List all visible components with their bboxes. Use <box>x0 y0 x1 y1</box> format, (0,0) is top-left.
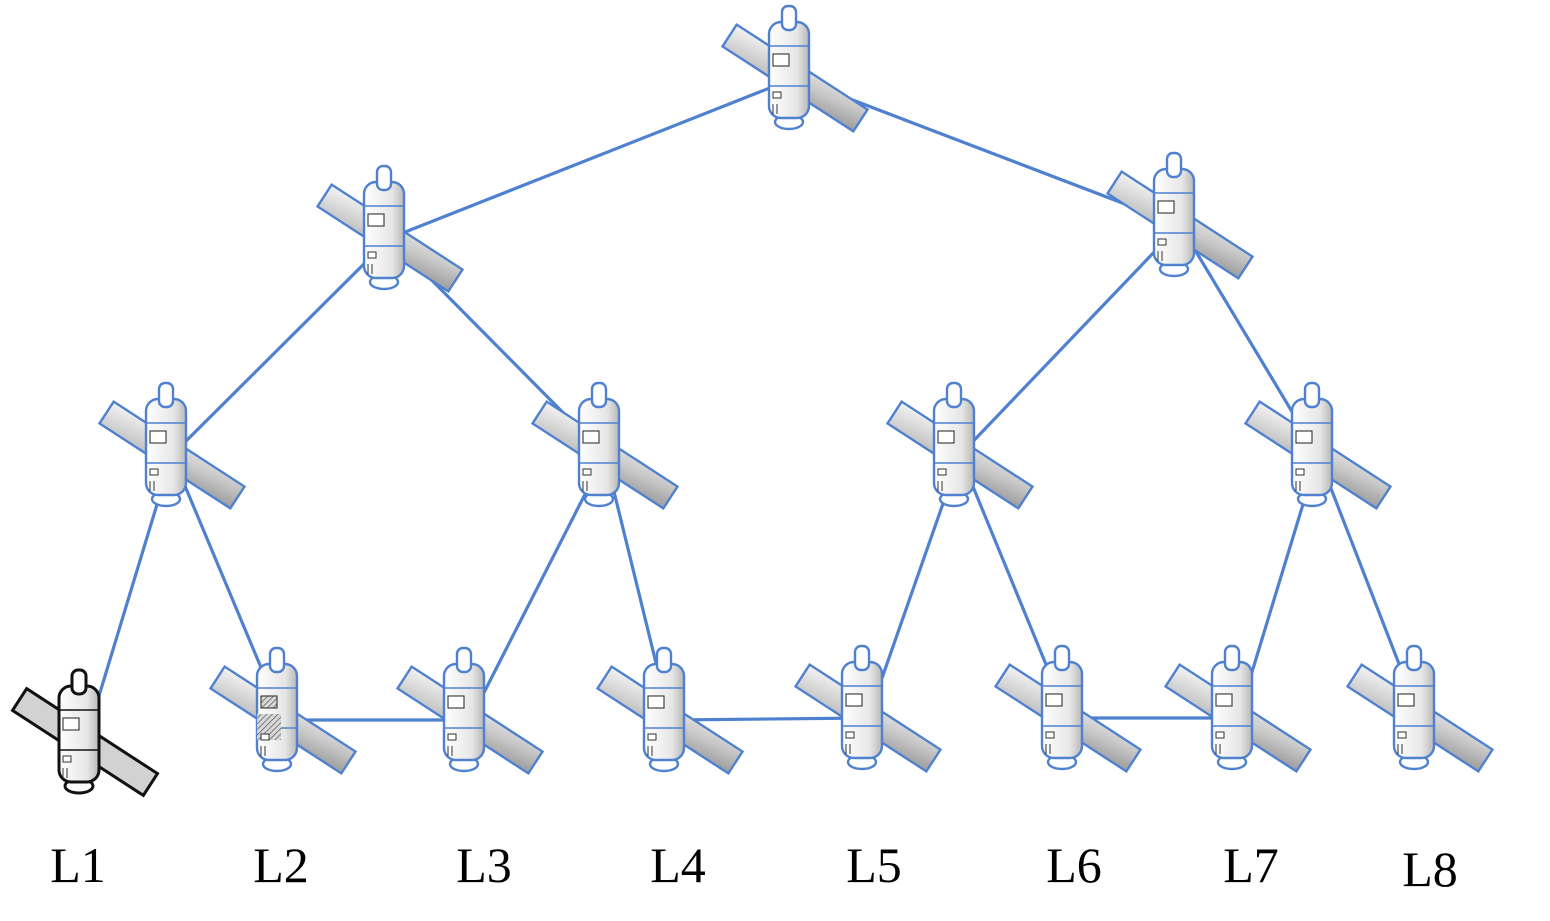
leaf-label-l1: L1 <box>50 837 106 893</box>
satellite-antenna <box>375 164 393 192</box>
satellite-antenna <box>1053 644 1071 672</box>
satellite-body <box>1290 397 1334 497</box>
satellite-body <box>144 397 188 497</box>
labels-layer: L1 L2 L3 L4 L5 L6 L7 L8 <box>50 837 1458 897</box>
body-detail <box>1045 731 1055 739</box>
satellite-icon-l8 <box>1345 644 1495 774</box>
body-detail <box>1295 468 1305 476</box>
satellite-icon-l4 <box>595 646 745 776</box>
satellite-icon-l2 <box>208 646 358 776</box>
satellite-icon-l7 <box>1163 644 1313 774</box>
satellite-antenna <box>1303 381 1321 409</box>
satellite-icon-n-left <box>315 164 465 294</box>
satellite-icon-n-lr <box>530 381 680 511</box>
satellite-body <box>1392 660 1436 760</box>
satellite-icon-n-rr <box>1243 381 1393 511</box>
satellite-antenna <box>1405 644 1423 672</box>
links-layer <box>83 76 1422 744</box>
satellite-antenna <box>780 4 798 32</box>
body-detail <box>149 468 159 476</box>
satellite-body <box>57 684 101 784</box>
link-n-lr-L3 <box>468 453 607 722</box>
body-window <box>1215 693 1233 707</box>
nodes-layer <box>10 4 1495 798</box>
body-window <box>845 693 863 707</box>
body-detail <box>845 731 855 739</box>
satellite-body <box>362 180 406 280</box>
body-window <box>62 717 80 731</box>
satellite-icon-l3 <box>395 646 545 776</box>
body-window <box>647 695 665 709</box>
satellite-body <box>255 662 299 762</box>
satellite-body <box>577 397 621 497</box>
body-detail <box>260 733 270 741</box>
leaf-label-l5: L5 <box>846 837 902 893</box>
satellite-antenna <box>70 668 88 696</box>
leaf-label-l2: L2 <box>253 837 309 893</box>
body-detail <box>647 733 657 741</box>
body-window <box>582 430 600 444</box>
link-n-right-n-rl <box>958 223 1182 457</box>
body-window <box>1157 200 1175 214</box>
satellite-antenna <box>655 646 673 674</box>
satellite-icon-l5 <box>793 644 943 774</box>
link-root-n-right <box>793 76 1182 227</box>
satellite-antenna <box>853 644 871 672</box>
satellite-body <box>767 20 811 120</box>
satellite-antenna <box>455 646 473 674</box>
body-detail <box>1157 238 1167 246</box>
body-detail <box>367 251 377 259</box>
satellite-antenna <box>590 381 608 409</box>
satellite-body <box>442 662 486 762</box>
body-window <box>260 695 278 709</box>
body-detail <box>1397 731 1407 739</box>
body-window <box>367 213 385 227</box>
body-detail <box>62 755 72 763</box>
satellite-icon-l6 <box>993 644 1143 774</box>
satellite-antenna <box>1165 151 1183 179</box>
leaf-label-l4: L4 <box>650 837 706 893</box>
link-n-left-n-ll <box>170 236 392 457</box>
satellite-body <box>1152 167 1196 267</box>
link-L4-L5 <box>668 716 870 722</box>
satellite-icon-n-rl <box>885 381 1035 511</box>
body-window <box>447 695 465 709</box>
link-root-n-left <box>388 76 797 240</box>
body-window <box>149 430 167 444</box>
body-window <box>937 430 955 444</box>
satellite-body <box>1210 660 1254 760</box>
satellite-antenna <box>945 381 963 409</box>
satellite-antenna <box>157 381 175 409</box>
satellite-body <box>1040 660 1084 760</box>
satellite-icon-l1 <box>10 668 160 798</box>
body-window <box>1295 430 1313 444</box>
satellite-antenna <box>1223 644 1241 672</box>
leaf-label-l3: L3 <box>456 837 512 893</box>
satellite-icon-n-right <box>1105 151 1255 281</box>
satellite-body <box>932 397 976 497</box>
satellite-icon-root <box>720 4 870 134</box>
body-detail <box>937 468 947 476</box>
leaf-label-l6: L6 <box>1046 837 1102 893</box>
leaf-label-l8: L8 <box>1402 841 1458 897</box>
body-detail <box>772 91 782 99</box>
body-detail <box>1215 731 1225 739</box>
body-detail <box>582 468 592 476</box>
body-window <box>1045 693 1063 707</box>
satellite-body <box>642 662 686 762</box>
leaf-label-l7: L7 <box>1223 837 1279 893</box>
satellite-icon-n-ll <box>97 381 247 511</box>
body-detail <box>447 733 457 741</box>
satellite-antenna <box>268 646 286 674</box>
body-window <box>1397 693 1415 707</box>
body-window <box>772 53 790 67</box>
satellite-body <box>840 660 884 760</box>
